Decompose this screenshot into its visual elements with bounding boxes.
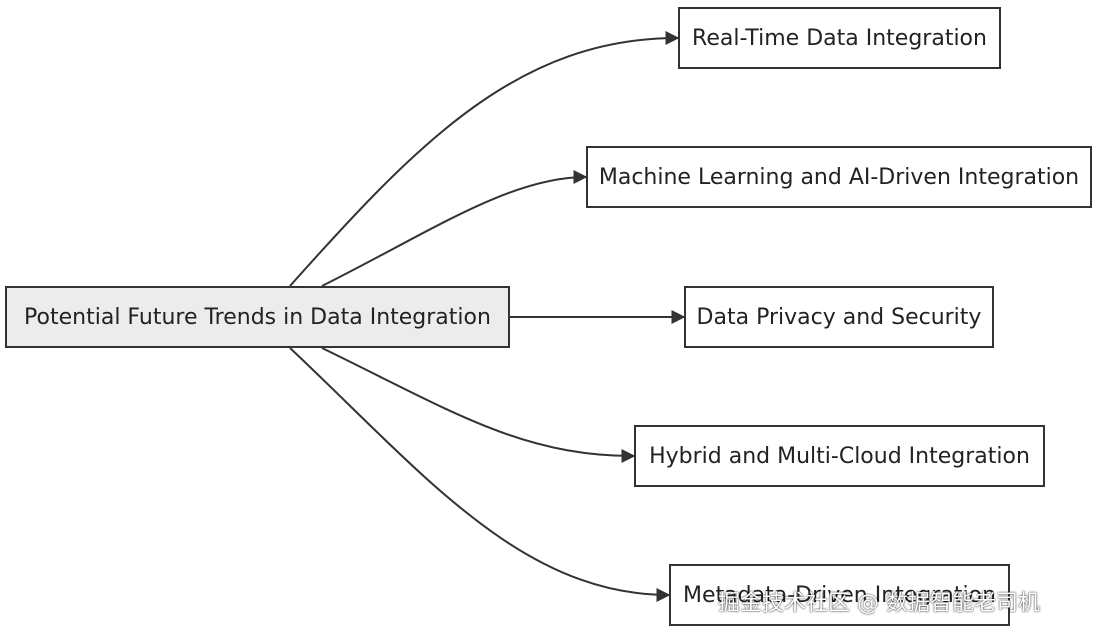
root-node-label: Potential Future Trends in Data Integrat… — [24, 304, 491, 330]
root-node: Potential Future Trends in Data Integrat… — [5, 286, 510, 348]
trend-node-metadata: Metadata-Driven Integration — [669, 564, 1010, 626]
trend-node-label: Real-Time Data Integration — [692, 25, 987, 51]
watermark-text: 掘金技术社区 @ 数据智能老司机 — [718, 591, 1040, 616]
trend-node-real-time: Real-Time Data Integration — [678, 7, 1001, 69]
edge-root-to-metadata — [289, 347, 671, 602]
trend-node-label: Metadata-Driven Integration — [683, 582, 996, 608]
trend-node-machine-learning: Machine Learning and AI-Driven Integrati… — [586, 146, 1092, 208]
trend-node-label: Data Privacy and Security — [696, 304, 982, 330]
trend-node-hybrid: Hybrid and Multi-Cloud Integration — [634, 425, 1045, 487]
trend-node-privacy: Data Privacy and Security — [684, 286, 994, 348]
edge-root-to-real-time — [289, 31, 680, 287]
trend-node-label: Machine Learning and AI-Driven Integrati… — [598, 164, 1080, 190]
edge-root-to-hybrid — [321, 347, 636, 463]
trend-node-label: Hybrid and Multi-Cloud Integration — [649, 443, 1030, 469]
edge-root-to-machine-learning — [321, 170, 588, 287]
